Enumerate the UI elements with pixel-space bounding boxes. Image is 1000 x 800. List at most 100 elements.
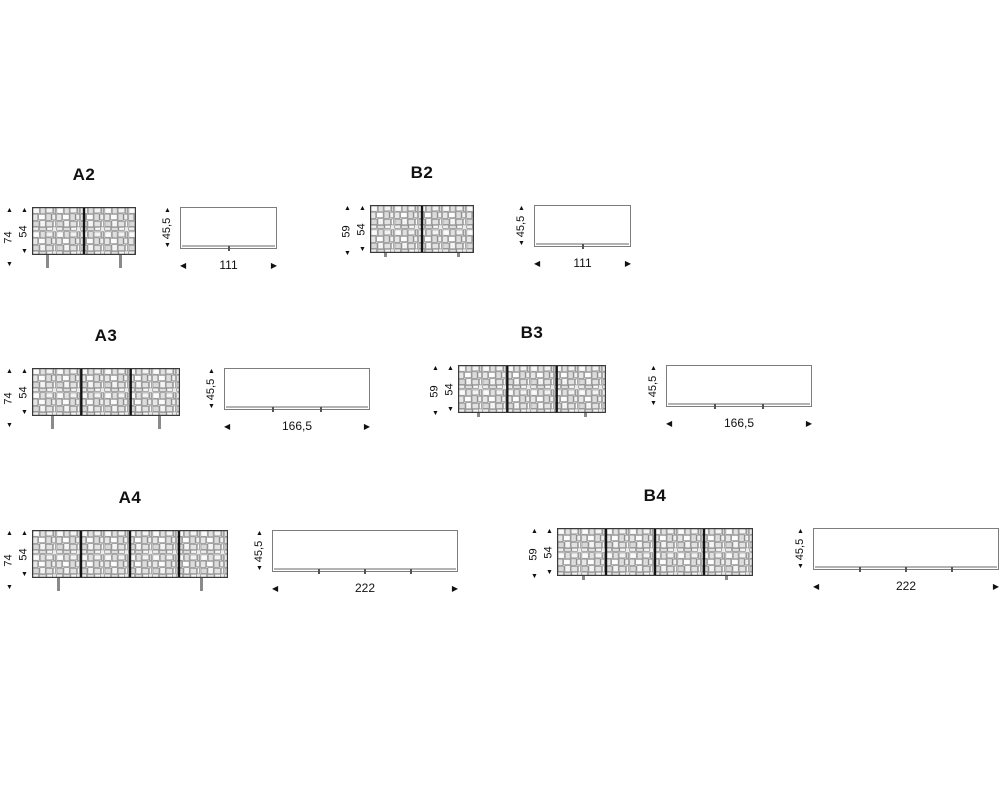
top-view-front-edge — [668, 403, 810, 405]
cabinet-top-view: ◀ 166,5 ▶ — [224, 368, 370, 433]
variant-title: B4 — [643, 486, 667, 505]
cabinet-legs — [32, 416, 180, 430]
cabinet-top-view: ◀ 222 ▶ — [813, 528, 999, 593]
product-variant: A3 ▲ 74 ▼ ▲ 54 ▼ ▲ 45,5 — [2, 326, 370, 433]
arrow-down-icon: ▼ — [546, 569, 553, 576]
top-view-outline — [666, 365, 812, 409]
door-division-tick — [859, 567, 861, 572]
depth-value: 45,5 — [205, 378, 218, 400]
arrow-up-icon: ▲ — [208, 368, 215, 375]
door-division-tick — [951, 567, 953, 572]
arrow-up-icon: ▲ — [164, 207, 171, 214]
door-division-tick — [364, 569, 366, 574]
depth-value: 45,5 — [515, 215, 528, 237]
total-height-dimension: ▲ 74 ▼ — [2, 530, 17, 591]
arrow-up-icon: ▲ — [21, 207, 28, 214]
top-view-outline — [272, 530, 458, 574]
body-height-value: 54 — [18, 385, 30, 399]
arrow-up-icon: ▲ — [6, 530, 13, 537]
arrow-up-icon: ▲ — [344, 205, 351, 212]
depth-dimension: ▲ 45,5 ▼ — [204, 368, 219, 410]
total-height-dimension: ▲ 74 ▼ — [2, 207, 17, 268]
variant-drawings: ▲ 59 ▼ ▲ 54 ▼ ▲ 45,5 ▼ — [428, 365, 812, 430]
cabinet-leg — [51, 416, 55, 429]
depth-dimension: ▲ 45,5 ▼ — [793, 528, 808, 570]
arrow-down-icon: ▼ — [797, 563, 804, 570]
arrow-down-icon: ▼ — [6, 261, 13, 268]
arrow-up-icon: ▲ — [546, 528, 553, 535]
cabinet-leg — [57, 578, 61, 591]
cabinet-leg — [45, 255, 49, 268]
product-variant: B2 ▲ 59 ▼ ▲ 54 ▼ ▲ 45,5 — [340, 163, 631, 270]
top-view-outline — [534, 205, 631, 249]
variant-drawings: ▲ 59 ▼ ▲ 54 ▼ ▲ 45,5 ▼ — [340, 205, 631, 270]
depth-value: 45,5 — [794, 538, 807, 560]
product-variant: B3 ▲ 59 ▼ ▲ 54 ▼ ▲ 45,5 — [428, 323, 812, 430]
cabinet-leg — [582, 576, 586, 580]
depth-dimension: ▲ 45,5 ▼ — [252, 530, 267, 572]
arrow-down-icon: ▼ — [447, 406, 454, 413]
arrow-right-icon: ▶ — [805, 418, 812, 428]
arrow-down-icon: ▼ — [21, 571, 28, 578]
door-division-tick — [713, 404, 716, 409]
arrow-up-icon: ▲ — [432, 365, 439, 372]
body-height-dimension: ▲ 54 ▼ — [17, 368, 32, 416]
arrow-right-icon: ▶ — [992, 581, 999, 591]
width-dimension: ◀ 166,5 ▶ — [666, 417, 812, 430]
cabinet-legs — [557, 576, 753, 590]
cabinet-legs — [370, 253, 474, 267]
cabinet-front-drawing — [32, 530, 228, 578]
arrow-right-icon: ▶ — [451, 583, 458, 593]
body-height-value: 54 — [543, 545, 555, 559]
arrow-up-icon: ▲ — [797, 528, 804, 535]
cabinet-leg — [724, 576, 728, 580]
depth-dimension: ▲ 45,5 ▼ — [514, 205, 529, 247]
door-division-tick — [761, 404, 764, 409]
arrow-up-icon: ▲ — [6, 207, 13, 214]
depth-dimension: ▲ 45,5 ▼ — [160, 207, 175, 249]
total-height-dimension: ▲ 59 ▼ — [527, 528, 542, 580]
cabinet-front-drawing — [370, 205, 474, 253]
arrow-left-icon: ◀ — [534, 258, 541, 268]
depth-value: 45,5 — [253, 540, 266, 562]
width-value: 222 — [354, 581, 376, 595]
total-height-value: 59 — [341, 224, 353, 238]
top-view-outline — [180, 207, 277, 251]
body-height-dimension: ▲ 54 ▼ — [355, 205, 370, 253]
cabinet-leg — [583, 413, 587, 417]
arrow-left-icon: ◀ — [666, 418, 673, 428]
cabinet-legs — [458, 413, 606, 427]
cabinet-front-view — [32, 530, 228, 592]
arrow-down-icon: ▼ — [164, 242, 171, 249]
arrow-down-icon: ▼ — [650, 400, 657, 407]
door-division-tick — [581, 244, 584, 249]
width-dimension: ◀ 222 ▶ — [272, 582, 458, 595]
product-variant: A2 ▲ 74 ▼ ▲ 54 ▼ ▲ 45,5 — [2, 165, 277, 272]
total-height-value: 74 — [3, 231, 15, 244]
cabinet-front-view — [458, 365, 606, 427]
arrow-left-icon: ◀ — [224, 421, 231, 431]
width-value: 166,5 — [723, 416, 755, 430]
variant-drawings: ▲ 59 ▼ ▲ 54 ▼ ▲ 45,5 ▼ — [527, 528, 999, 593]
arrow-down-icon: ▼ — [21, 248, 28, 255]
cabinet-front-view — [32, 368, 180, 430]
arrow-up-icon: ▲ — [447, 365, 454, 372]
cabinet-front-view — [557, 528, 753, 590]
total-height-value: 74 — [3, 554, 15, 567]
variant-drawings: ▲ 74 ▼ ▲ 54 ▼ ▲ 45,5 ▼ — [2, 207, 277, 272]
cabinet-leg — [383, 253, 387, 257]
body-height-value: 54 — [18, 224, 30, 238]
arrow-up-icon: ▲ — [21, 530, 28, 537]
width-dimension: ◀ 166,5 ▶ — [224, 420, 370, 433]
arrow-down-icon: ▼ — [531, 573, 538, 580]
body-height-dimension: ▲ 54 ▼ — [17, 530, 32, 578]
arrow-left-icon: ◀ — [813, 581, 820, 591]
top-view-outline — [813, 528, 999, 572]
total-height-dimension: ▲ 59 ▼ — [428, 365, 443, 417]
cabinet-leg — [199, 578, 203, 591]
door-division-tick — [318, 569, 320, 574]
width-dimension: ◀ 222 ▶ — [813, 580, 999, 593]
arrow-right-icon: ▶ — [363, 421, 370, 431]
width-dimension: ◀ 111 ▶ — [534, 257, 631, 270]
arrow-down-icon: ▼ — [432, 410, 439, 417]
